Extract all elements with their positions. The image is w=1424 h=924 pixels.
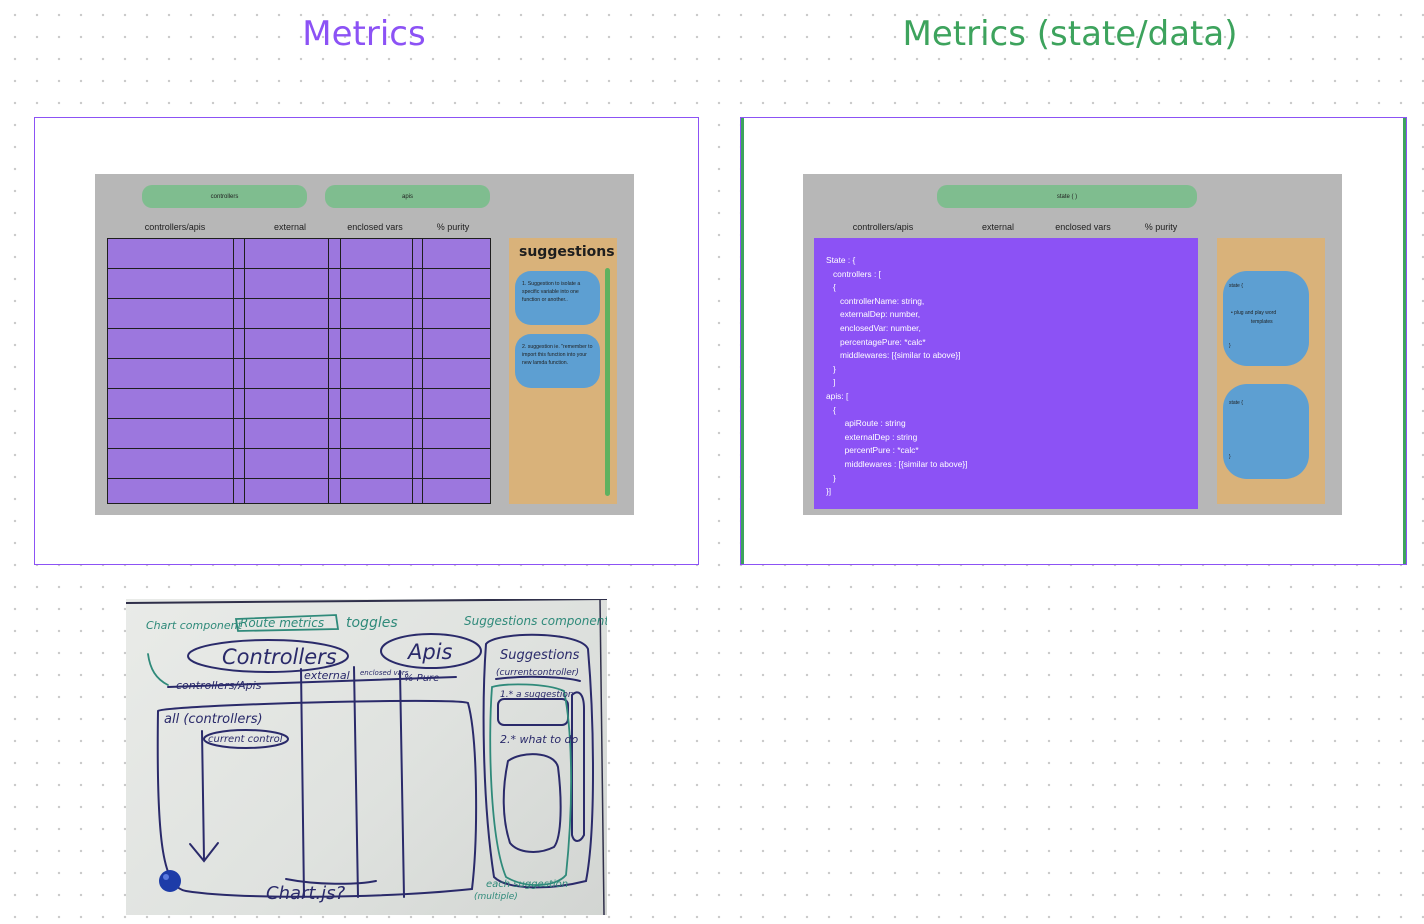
controllers-toggle[interactable]: controllers: [142, 185, 307, 208]
suggestions-scrollbar[interactable]: [605, 268, 610, 496]
state-bubble-2[interactable]: state { }: [1223, 384, 1309, 479]
wb-route-metrics: Route metrics: [240, 616, 324, 630]
column-header-enclosed-vars: enclosed vars: [347, 222, 403, 232]
wb-multiple: (multiple): [474, 892, 518, 902]
state-bubble-close: }: [1229, 454, 1231, 460]
column-header-external: external: [981, 222, 1015, 232]
page-title-metrics-state: Metrics (state/data): [902, 14, 1238, 54]
state-bubble-bullet: • plug and play word: [1231, 310, 1277, 316]
wb-apis: Apis: [406, 640, 453, 664]
state-panel: state ( ) controllers/apis external encl…: [803, 174, 1342, 515]
suggestion-bubble-2[interactable]: 2. suggestion ie. "remember to import th…: [515, 334, 600, 388]
state-suggestions-panel: state { • plug and play word templates }…: [1217, 238, 1325, 504]
wb-current-control: current control: [208, 734, 283, 745]
wb-controllers: Controllers: [222, 645, 337, 669]
wb-col-controllers-apis: controllers/Apis: [176, 679, 262, 692]
wb-current-controller: (currentcontroller): [496, 668, 579, 678]
magnet-icon: [159, 870, 181, 892]
apis-toggle[interactable]: apis: [325, 185, 490, 208]
column-header-external: external: [273, 222, 307, 232]
column-header-purity: % purity: [436, 222, 470, 232]
suggestions-panel: suggestions 1. Suggestion to isolate a s…: [509, 238, 617, 504]
suggestion-bubble-1[interactable]: 1. Suggestion to isolate a specific vari…: [515, 271, 600, 325]
wb-all-controllers: all (controllers): [164, 712, 263, 727]
state-bubble-bullet-cont: templates: [1251, 319, 1273, 325]
column-header-purity: % purity: [1144, 222, 1178, 232]
wb-suggestions: Suggestions: [500, 648, 580, 663]
state-bubble-open: state {: [1229, 400, 1243, 406]
state-bubble-open: state {: [1229, 283, 1243, 289]
column-header-enclosed-vars: enclosed vars: [1055, 222, 1111, 232]
wb-each-suggestion: each suggestion: [486, 879, 568, 890]
column-header-controllers-apis: controllers/apis: [852, 222, 914, 232]
state-code-block: State : { controllers : [ { controllerNa…: [814, 238, 1198, 509]
wb-col-purity: % Pure: [404, 673, 439, 684]
wb-suggestion-1: 1.* a suggestion: [500, 690, 574, 700]
wb-suggestion-2: 2.* what to do: [500, 733, 579, 746]
wb-chart-component: Chart component: [146, 619, 243, 632]
wb-suggestions-component: Suggestions component: [464, 614, 607, 628]
whiteboard-drawing: Chart component Route metrics toggles Su…: [126, 599, 607, 915]
metrics-table[interactable]: [107, 238, 491, 504]
wb-col-enclosed-vars: enclosed vars: [360, 669, 409, 677]
wb-col-external: external: [304, 669, 350, 682]
suggestions-title: suggestions: [519, 244, 615, 260]
state-toggle[interactable]: state ( ): [937, 185, 1197, 208]
state-bubble-1[interactable]: state { • plug and play word templates }: [1223, 271, 1309, 366]
wb-toggles: toggles: [346, 615, 398, 631]
whiteboard-sketch-photo: Chart component Route metrics toggles Su…: [126, 599, 607, 915]
metrics-panel: controllers apis controllers/apis extern…: [95, 174, 634, 515]
state-bubble-close: }: [1229, 343, 1231, 349]
wb-chart-js: Chart.js?: [266, 883, 346, 904]
frame-metrics-state[interactable]: state ( ) controllers/apis external encl…: [740, 117, 1407, 565]
page-title-metrics: Metrics: [302, 14, 426, 54]
frame-metrics[interactable]: controllers apis controllers/apis extern…: [34, 117, 699, 565]
column-header-controllers-apis: controllers/apis: [144, 222, 206, 232]
